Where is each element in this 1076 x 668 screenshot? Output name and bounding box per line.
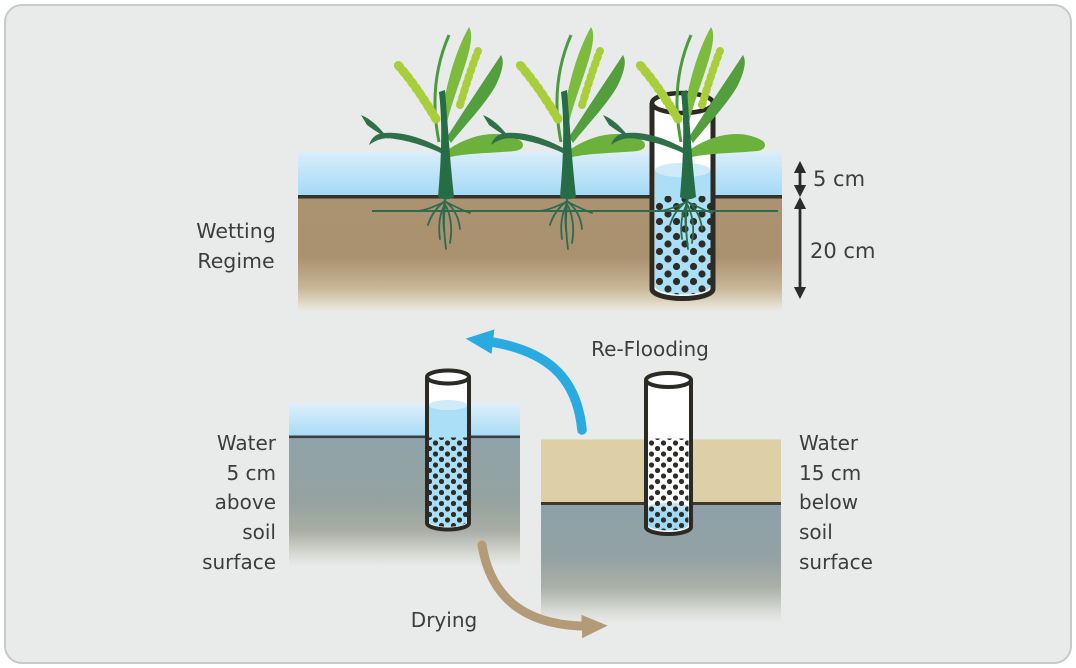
flooded-panel — [289, 368, 520, 567]
dried-panel — [541, 371, 781, 623]
field-soil-surface-line — [298, 195, 782, 199]
dried-awd-tube — [644, 371, 693, 536]
tube-perforations — [655, 196, 711, 295]
reflooding-label: Re-Flooding — [591, 337, 709, 361]
reflooding-arrow-icon — [465, 329, 587, 435]
soil-depth-label: 20 cm — [810, 239, 876, 263]
wetting-regime-label: Wetting Regime — [196, 219, 276, 273]
tube-perforations — [429, 437, 467, 527]
flooded-awd-tube — [425, 368, 471, 532]
drying-label: Drying — [410, 608, 478, 632]
flooded-soil-surface-line — [289, 435, 520, 439]
diagram-card — [4, 4, 1072, 664]
drying-arrow-icon — [477, 540, 608, 639]
tube-perforations — [648, 438, 689, 531]
flooded-state-label: Water 5 cm above soil surface — [202, 431, 276, 574]
dried-state-label: Water 15 cm below soil surface — [799, 431, 873, 574]
field-illustration — [298, 27, 807, 312]
water-depth-label: 5 cm — [813, 167, 866, 191]
flooded-water-layer — [289, 403, 520, 437]
